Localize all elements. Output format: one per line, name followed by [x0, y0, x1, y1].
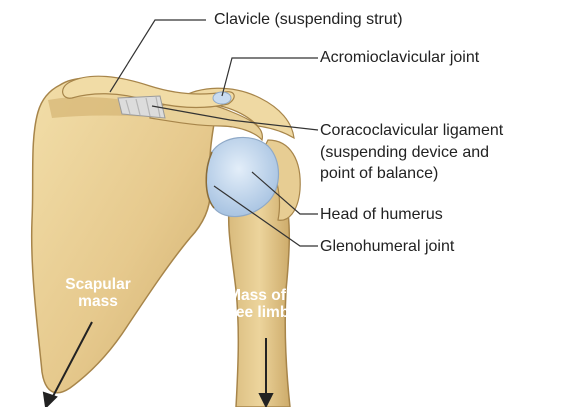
label-clavicle: Clavicle (suspending strut)	[214, 10, 403, 29]
label-glenohumeral-joint: Glenohumeral joint	[320, 237, 454, 256]
label-coracoclavicular-detail-2: point of balance)	[320, 164, 438, 183]
label-coracoclavicular-detail-1: (suspending device and	[320, 143, 489, 162]
label-free-limb-mass: Mass of free limb	[212, 287, 302, 321]
label-coracoclavicular-ligament: Coracoclavicular ligament	[320, 121, 503, 140]
label-head-of-humerus: Head of humerus	[320, 205, 443, 224]
label-acromioclavicular-joint: Acromioclavicular joint	[320, 48, 479, 67]
label-scapular-mass: Scapular mass	[58, 276, 138, 310]
scapula	[32, 78, 215, 392]
